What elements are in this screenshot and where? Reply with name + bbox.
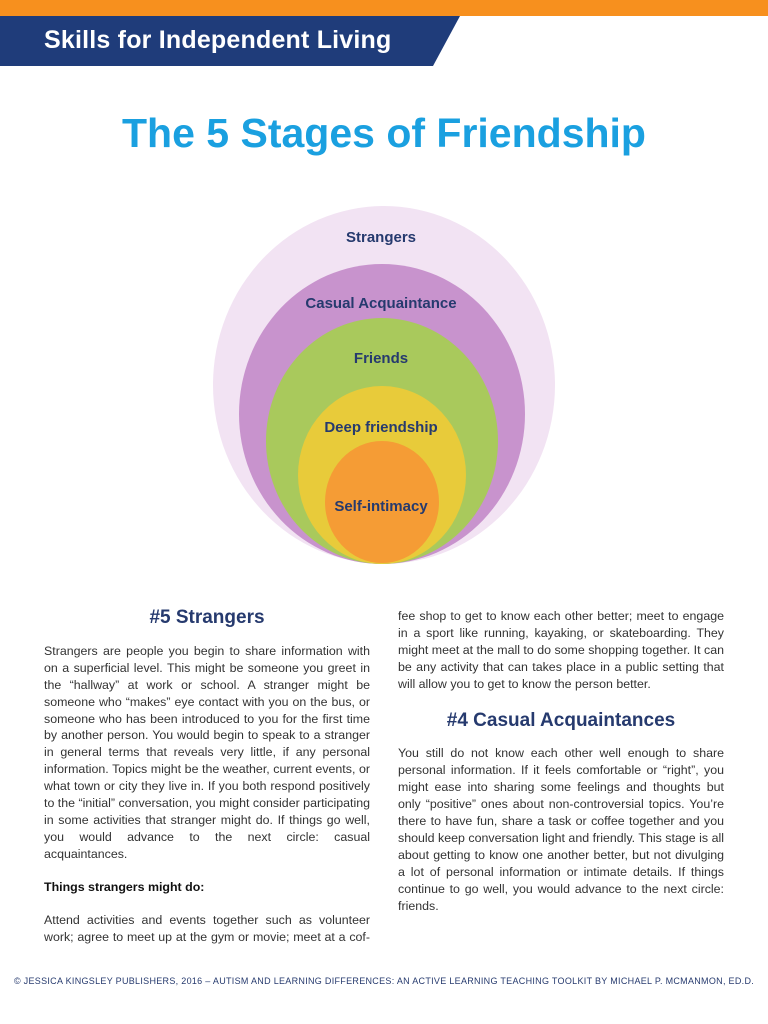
strangers-activities-text: Attend activities and events together su…: [44, 912, 370, 944]
series-title: Skills for Independent Living: [44, 26, 392, 54]
label-friends: Friends: [354, 350, 408, 367]
acquaintances-heading: #4 Casual Acquaintances: [446, 709, 676, 731]
ring-self-intimacy: [325, 441, 439, 563]
right-column: Attend activities and events together su…: [398, 608, 724, 930]
strangers-body: Strangers are people you begin to share …: [44, 643, 370, 861]
strangers-activities-subheading: Things strangers might do:: [44, 879, 205, 894]
strangers-heading: #5 Strangers: [149, 607, 265, 628]
header-band-shape: [0, 16, 460, 66]
top-accent-bar: [0, 0, 768, 16]
label-casual-acquaintance: Casual Acquaintance: [305, 295, 456, 312]
label-deep-friendship: Deep friendship: [324, 419, 437, 436]
page-title: The 5 Stages of Friendship: [122, 110, 646, 156]
friendship-circles-diagram: Strangers Casual Acquaintance Friends De…: [213, 206, 555, 564]
header-band: [0, 16, 460, 66]
label-self-intimacy: Self-intimacy: [334, 498, 428, 515]
strangers-activities-continued: Attend activities and events together su…: [398, 608, 724, 693]
strangers-activities-continued-text: Attend activities and events together su…: [398, 609, 724, 691]
left-column: #5 Strangers Strangers are people you be…: [44, 600, 370, 945]
acquaintances-body: You still do not know each other well en…: [398, 746, 724, 913]
label-strangers: Strangers: [346, 229, 416, 246]
copyright-footer: © JESSICA KINGSLEY PUBLISHERS, 2016 – AU…: [13, 976, 755, 986]
